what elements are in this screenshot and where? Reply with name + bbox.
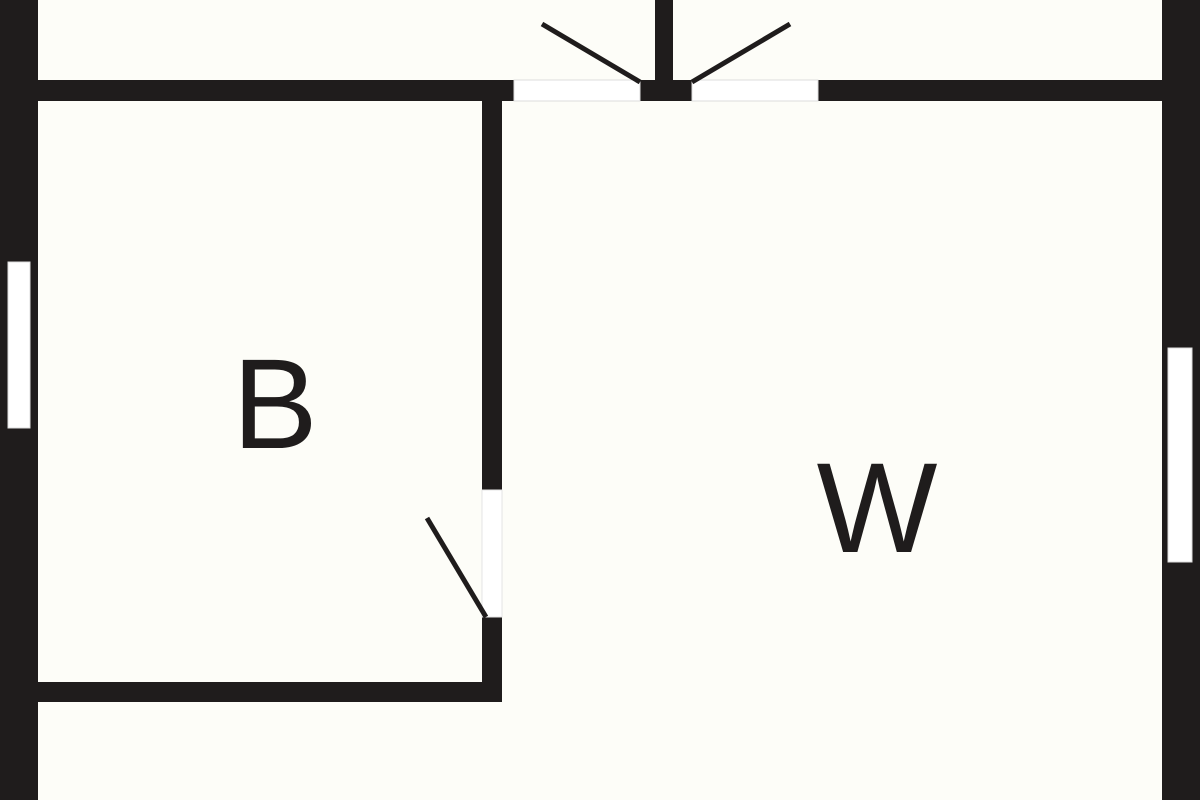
door-leaves (424, 21, 792, 619)
bedroom-bottom-wall (38, 682, 502, 702)
right-window (1167, 347, 1193, 563)
bedroom-right-wall-lower (482, 617, 502, 702)
door-mullion (640, 80, 692, 101)
top-wall-right (818, 80, 1162, 101)
double-door-opening-right (691, 79, 819, 102)
top-wall-left (38, 80, 514, 101)
bedroom-right-wall-upper (482, 101, 502, 490)
room-label-main: W (817, 437, 938, 580)
left-window (7, 261, 31, 429)
windows (7, 261, 1193, 563)
bedroom-door-leaf (424, 516, 489, 619)
top-stub-wall (655, 0, 673, 80)
door-leaf-right (690, 21, 792, 85)
bedroom-door-opening (481, 489, 503, 618)
double-door-opening-left (513, 79, 641, 102)
room-label-bedroom: B (232, 333, 317, 476)
door-openings (481, 79, 819, 618)
door-leaf-left (540, 21, 642, 85)
